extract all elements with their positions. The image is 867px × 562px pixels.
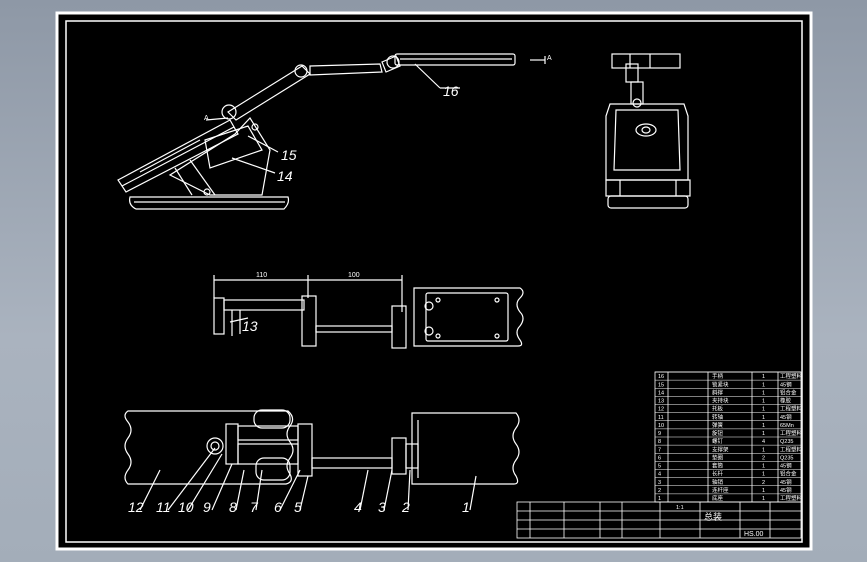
parts-row-material: 铝合金 [780,470,797,478]
front-view [117,53,546,210]
parts-row-name: 夹持块 [712,397,729,405]
parts-row-material: 工程塑料 [780,405,803,413]
middle-view [213,275,524,349]
part-label-2: 2 [401,499,410,515]
parts-row-name: 转轴 [712,413,724,421]
part-label-9: 9 [203,499,211,515]
title-block-scale: 1:1 [676,505,684,511]
title-block [516,501,802,539]
parts-row-material: 工程塑料 [780,429,803,437]
parts-row-qty: 1 [762,447,765,453]
parts-row-qty: 1 [762,374,765,380]
parts-row-no: 5 [658,464,661,470]
parts-row-name: 弹簧 [712,421,724,429]
part-label-11: 11 [156,499,171,515]
side-view [605,53,691,209]
parts-row-material: Q235 [780,439,793,445]
parts-row-material: 工程塑料 [780,494,803,502]
parts-row-qty: 1 [762,488,765,494]
parts-row-no: 2 [658,488,661,494]
parts-row-name: 长杆 [712,470,724,478]
parts-row-material: Q235 [780,455,793,461]
part-label-3: 3 [378,499,386,515]
parts-row-no: 6 [658,455,661,461]
drawing-sheet [55,11,813,551]
part-label-10: 10 [178,499,194,515]
parts-row-no: 11 [658,415,664,421]
parts-row-no: 9 [658,431,661,437]
part-labels: 1 2 3 4 5 6 7 8 9 10 11 12 13 14 15 16 1… [128,55,552,515]
parts-row-qty: 1 [762,407,765,413]
parts-row-no: 14 [658,390,664,396]
part-label-1: 1 [462,499,470,515]
parts-row-name: 锁紧块 [712,380,729,388]
parts-row-qty: 1 [762,423,765,429]
title-block-name: 总装 [704,511,722,522]
parts-row-qty: 2 [762,455,765,461]
parts-row-qty: 1 [762,390,765,396]
part-label-7: 7 [250,499,259,515]
parts-row-no: 16 [658,374,664,380]
parts-row-no: 12 [658,407,664,413]
parts-list-rows: 1 底座 1 工程塑料 2 连杆座 1 45钢 3 轴销 2 45钢 4 长杆 1 铝合金 5 套筒 1 45钢 6 垫圈… [655,371,803,502]
parts-row-qty: 1 [762,399,765,405]
part-label-5: 5 [294,499,302,515]
parts-row-material: 橡胶 [780,397,792,405]
parts-row-qty: 4 [762,439,765,445]
parts-row-material: 45钢 [780,478,792,486]
parts-row-qty: 1 [762,431,765,437]
part-label-12: 12 [128,499,144,515]
parts-row-no: 13 [658,399,664,405]
parts-row-name: 旋钮 [712,429,724,437]
section-mark-left: A [204,115,209,122]
parts-row-name: 支撑架 [712,445,729,453]
part-label-13: 13 [242,318,258,334]
parts-row-material: 65Mn [780,423,794,429]
parts-row-material: 工程塑料 [780,372,803,380]
parts-row-material: 45钢 [780,380,792,388]
parts-row-qty: 2 [762,480,765,486]
parts-row-name: 连杆座 [712,486,729,494]
parts-row-material: 45钢 [780,462,792,470]
parts-row-name: 套筒 [712,462,724,470]
parts-row-no: 3 [658,480,661,486]
parts-row-name: 螺钉 [712,437,724,445]
parts-row-no: 7 [658,447,661,453]
parts-row-name: 底座 [712,494,724,502]
parts-row-no: 10 [658,423,664,429]
parts-row-name: 托板 [712,405,724,413]
parts-row-name: 手柄 [712,372,724,380]
section-mark-right: A [547,55,552,62]
parts-row-qty: 1 [762,464,765,470]
parts-row-qty: 1 [762,496,765,502]
part-label-6: 6 [274,499,282,515]
parts-row-no: 8 [658,439,661,445]
parts-row-no: 15 [658,382,664,388]
parts-row-material: 45钢 [780,486,792,494]
parts-row-no: 4 [658,472,661,478]
top-view [124,409,520,511]
drawing-frame [65,20,803,543]
parts-row-material: 工程塑料 [780,445,803,453]
part-label-8: 8 [229,499,237,515]
part-label-14: 14 [277,168,293,184]
parts-row-qty: 1 [762,472,765,478]
part-label-4: 4 [354,499,362,515]
dimension-left: 110 [256,272,267,279]
part-label-16: 16 [443,83,459,99]
dimension-right: 100 [348,272,360,279]
parts-row-name: 轴销 [712,478,724,486]
parts-row-material: 铝合金 [780,388,797,396]
parts-row-qty: 1 [762,382,765,388]
parts-row-qty: 1 [762,415,765,421]
parts-row-name: 斜撑 [712,388,724,396]
title-block-drawing-no: HS.00 [744,531,764,538]
part-label-15: 15 [281,147,297,163]
parts-row-name: 垫圈 [712,453,724,461]
parts-row-material: 45钢 [780,413,792,421]
parts-row-no: 1 [658,496,661,502]
